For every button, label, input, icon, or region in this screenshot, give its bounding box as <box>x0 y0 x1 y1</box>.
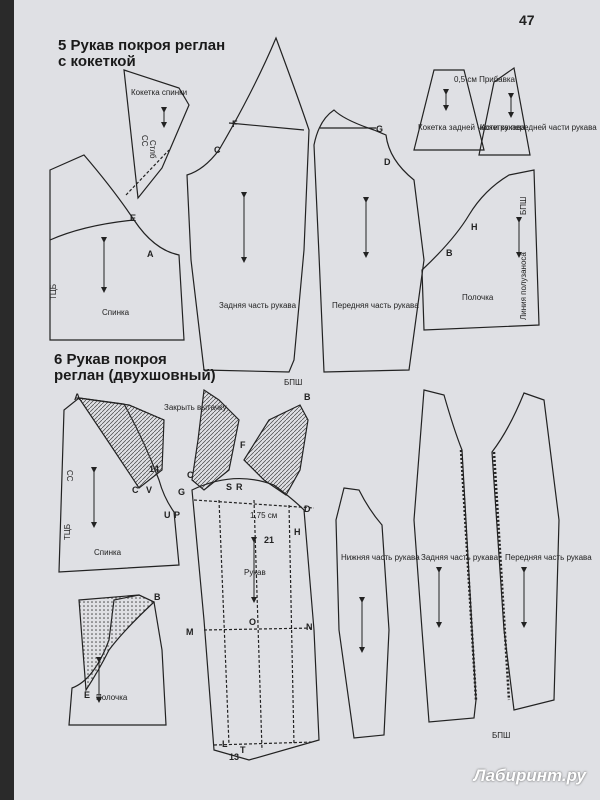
back-sleeve6-shape <box>413 389 477 723</box>
label-stp: Стлб <box>148 140 157 159</box>
label-front-yoke-sleeve: Кокетка передней части рукава <box>480 123 597 132</box>
front-sleeve-shape <box>313 109 425 373</box>
back-raglan-piece <box>77 397 165 489</box>
label-bshp-5: БПШ <box>519 197 528 215</box>
point-F-5: F <box>232 119 238 129</box>
pattern-drawing: Кокетка спинки СС Стлб Спинка ТЦБ Задняя… <box>49 36 597 762</box>
point-S-6: S <box>226 482 232 492</box>
point-C-sleeve-6: C <box>187 470 194 480</box>
label-front-sleeve-6: Передняя часть рукава <box>505 553 592 562</box>
point-P-6: P <box>174 510 180 520</box>
label-front-sleeve-5: Передняя часть рукава <box>332 301 419 310</box>
label-dim: 1,75 см <box>250 511 277 520</box>
label-tsb-5: ТЦБ <box>49 284 58 300</box>
front-yoke-sleeve-shape <box>478 66 531 156</box>
label-half-line: Линия полузаноса <box>519 252 528 320</box>
point-B-front-6: B <box>154 592 161 602</box>
label-dart: Закрыть вытачку <box>164 403 227 412</box>
sleeve-right-piece <box>243 404 309 496</box>
section6-title-line2: реглан (двухшовный) <box>54 367 216 384</box>
point-B-5: B <box>446 248 453 258</box>
label-14: 14 <box>149 464 159 474</box>
label-13: 13 <box>229 752 239 762</box>
point-V-6: V <box>146 485 152 495</box>
point-G-5: G <box>376 124 383 134</box>
label-bsh-6: БПШ <box>492 731 510 740</box>
label-back-yoke-sleeve: Кокетка задней части рукава <box>418 123 526 132</box>
lower-sleeve-shape <box>335 487 390 739</box>
point-R-6: R <box>236 482 243 492</box>
point-H-5: H <box>471 222 478 232</box>
label-back-yoke: Кокетка спинки <box>131 88 187 97</box>
section5-title-line1: 5 Рукав покроя реглан <box>58 37 226 54</box>
sleeve6-shape <box>191 478 320 761</box>
label-bsh-5: БПШ <box>284 378 302 387</box>
point-F-6: F <box>240 440 246 450</box>
label-cs-6: СС <box>65 470 74 482</box>
point-A-6: A <box>74 392 81 402</box>
point-E-5: E <box>130 213 136 223</box>
point-T-6: T <box>240 745 246 755</box>
point-C-5: C <box>214 145 221 155</box>
label-21: 21 <box>264 535 274 545</box>
label-allowance: 0,5 см Прибавка <box>454 75 516 84</box>
point-C-6: C <box>132 485 139 495</box>
section6-title-line1: 6 Рукав покроя <box>54 351 167 368</box>
point-O-6: O <box>249 617 256 627</box>
label-back-5: Спинка <box>102 308 130 317</box>
label-lower-sleeve: Нижняя часть рукава <box>341 553 420 562</box>
section5-heading: 5 Рукав покроя реглан с кокеткой <box>58 38 225 70</box>
front-raglan-piece <box>78 594 156 692</box>
book-page: 47 5 Рукав покроя реглан с кокеткой 6 Ру… <box>14 0 600 800</box>
point-U-6: U <box>164 510 171 520</box>
point-G-6: G <box>178 487 185 497</box>
section6-heading: 6 Рукав покроя реглан (двухшовный) <box>54 352 216 384</box>
back-yoke-shape <box>123 69 190 200</box>
section5-title-line2: с кокеткой <box>58 53 136 70</box>
label-back-sleeve-6: Задняя часть рукава <box>421 553 499 562</box>
point-L-6: L <box>222 739 228 749</box>
label-back-sleeve-5: Задняя часть рукава <box>219 301 297 310</box>
label-front-5: Полочка <box>462 293 494 302</box>
point-E-6: E <box>84 690 90 700</box>
page-number: 47 <box>519 12 535 28</box>
point-M-6: M <box>186 627 194 637</box>
point-D-6: D <box>304 504 311 514</box>
label-back-6: Спинка <box>94 548 122 557</box>
point-H-6: H <box>294 527 301 537</box>
point-D-5: D <box>384 157 391 167</box>
point-A-5: A <box>147 249 154 259</box>
watermark: Лабиринт.ру <box>473 766 586 785</box>
front-sleeve6-shape <box>491 392 560 711</box>
point-N-6: N <box>306 622 313 632</box>
sleeve-left-piece <box>191 388 240 491</box>
label-sleeve-6: Рукав <box>244 568 266 577</box>
label-front-6: Полочка <box>96 693 128 702</box>
label-tsb-6: ТЦБ <box>63 524 72 540</box>
point-B-sleeve-6: B <box>304 392 311 402</box>
front-shape <box>421 169 540 331</box>
back-yoke-sleeve-shape <box>413 69 485 151</box>
label-cs-5: СС <box>140 135 149 147</box>
back-sleeve-shape <box>186 36 310 373</box>
